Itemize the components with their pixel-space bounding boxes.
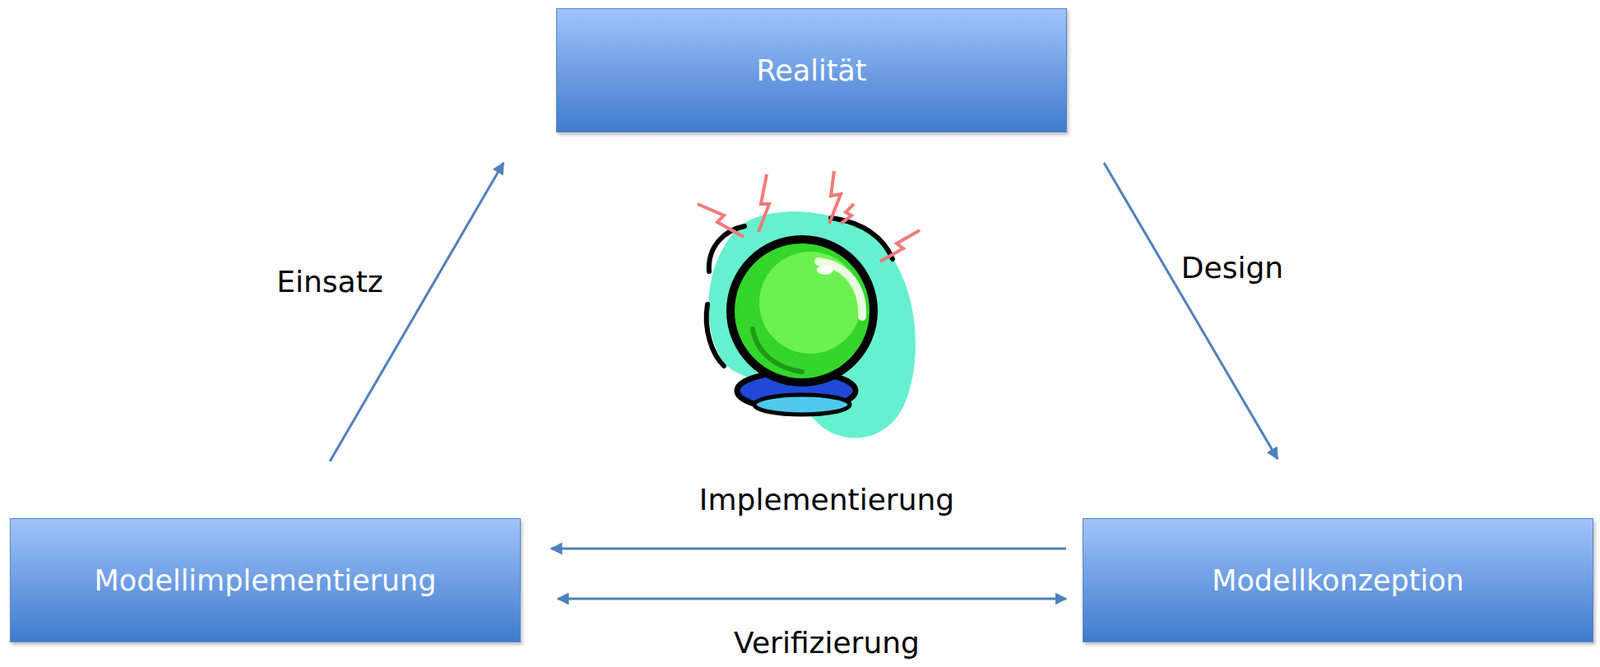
flow-arrow xyxy=(1103,162,1278,460)
edge-label: Einsatz xyxy=(273,264,386,299)
edge-label: Verifizierung xyxy=(730,626,923,660)
edge-label: Design xyxy=(1177,250,1287,285)
box-label: Realität xyxy=(755,54,867,88)
flow-arrow xyxy=(329,162,504,462)
box-label: Modellkonzeption xyxy=(1211,564,1465,598)
box-label: Modellimplementierung xyxy=(94,564,437,598)
process-box: Modellkonzeption xyxy=(1082,518,1594,643)
crystal-ball xyxy=(697,171,920,439)
flow-arrow xyxy=(551,547,1067,551)
edge-label: Implementierung xyxy=(695,482,958,517)
process-box: Modellimplementierung xyxy=(9,518,521,643)
flow-arrow xyxy=(557,598,1067,601)
process-box: Realität xyxy=(556,8,1067,133)
